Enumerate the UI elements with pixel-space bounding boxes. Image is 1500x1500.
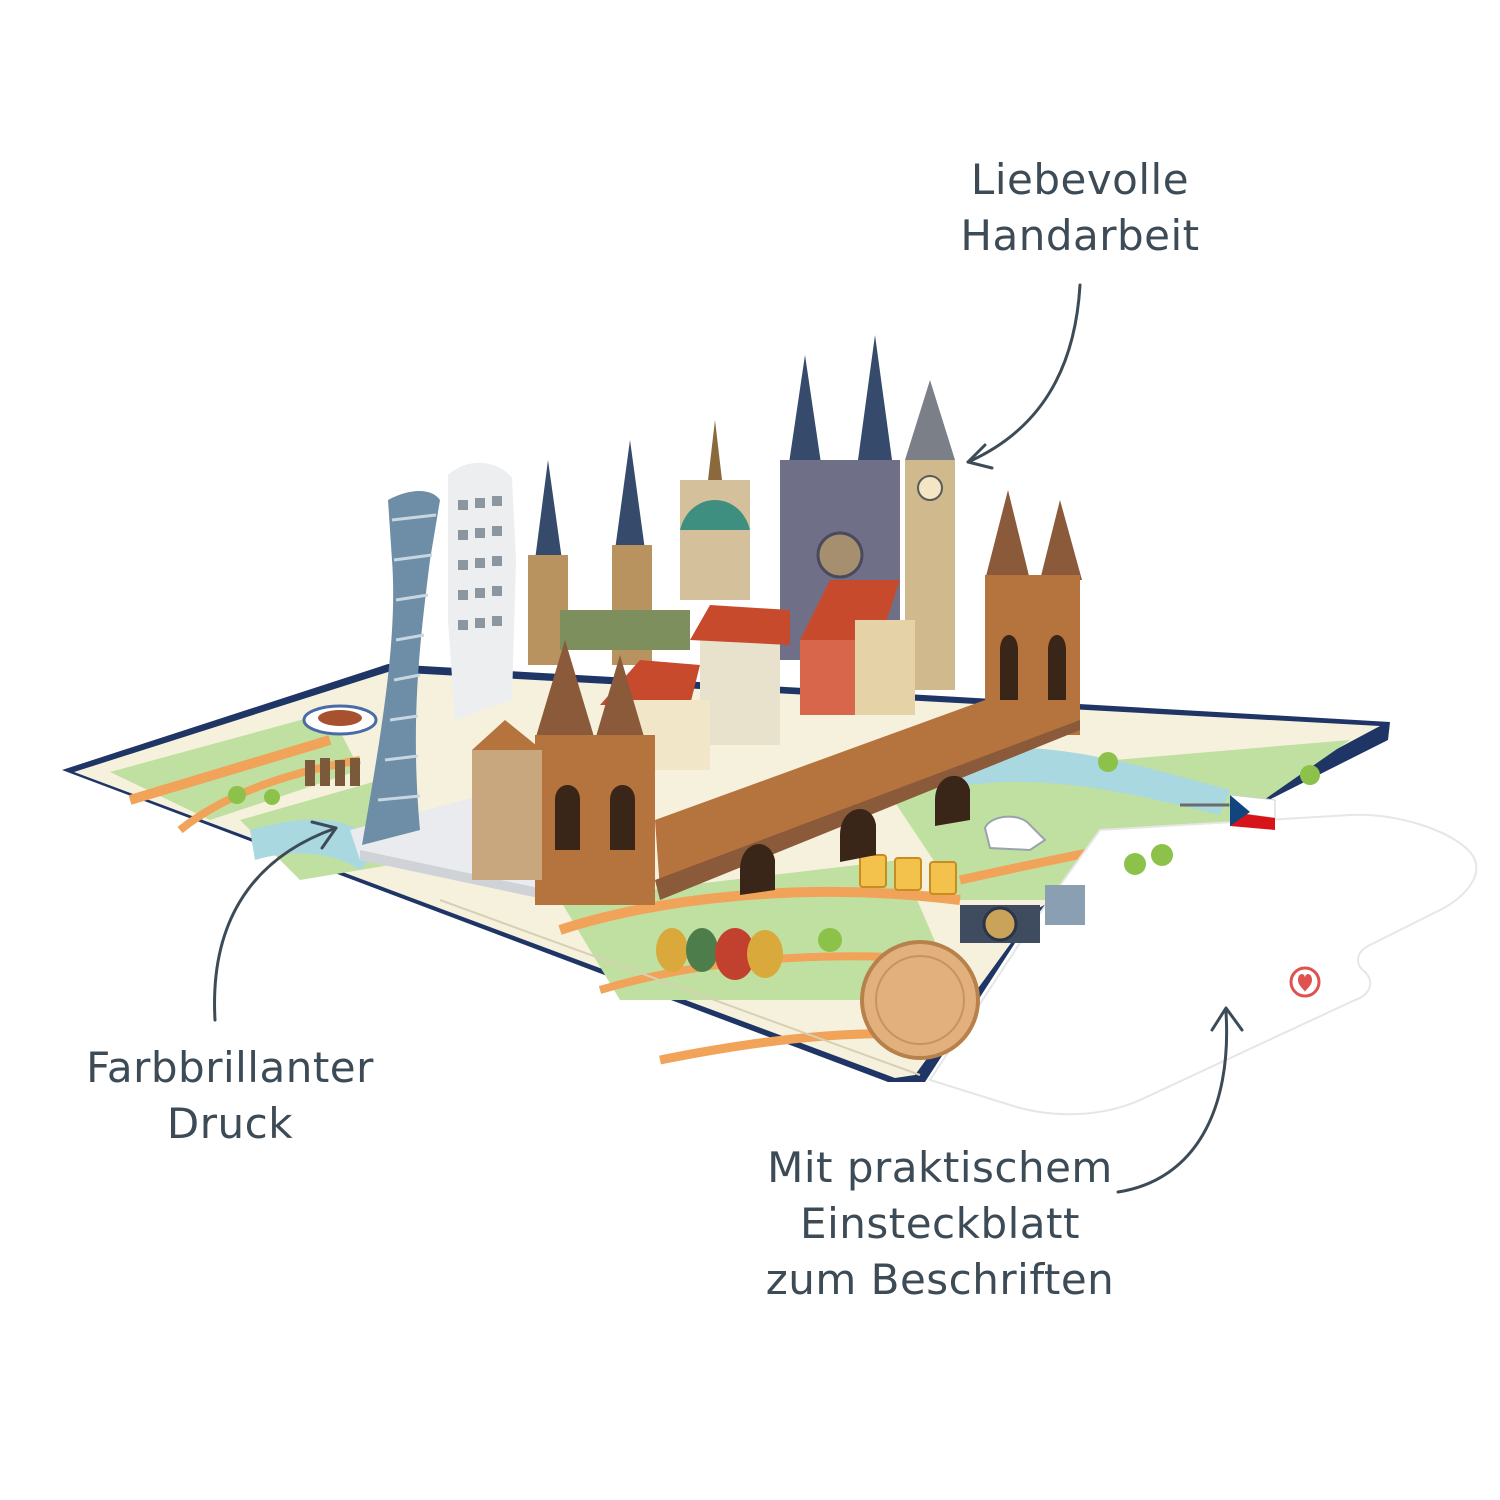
curved-arrow-icon (1116, 1006, 1244, 1194)
callout-handmade-line1: Liebevolle (970, 155, 1190, 204)
popup-buildings (350, 335, 1082, 905)
callout-insert-line3: zum Beschriften (765, 1255, 1115, 1304)
czech-flag-icon (1180, 794, 1276, 830)
callout-print-line2: Druck (166, 1099, 294, 1148)
callout-insert: Mit praktischem Einsteckblatt zum Beschr… (740, 1140, 1140, 1308)
callout-insert-line1: Mit praktischem (767, 1143, 1113, 1192)
callout-insert-line2: Einsteckblatt (800, 1199, 1080, 1248)
curved-arrow-icon (966, 283, 1082, 470)
callout-arrows (213, 283, 1244, 1194)
callout-handmade-line2: Handarbeit (960, 211, 1200, 260)
map-decorations (228, 704, 1320, 1060)
heart-logo-icon (1289, 966, 1321, 998)
callout-print-line1: Farbbrillanter (86, 1043, 374, 1092)
curved-arrow-icon (213, 820, 338, 1022)
callout-handmade: Liebevolle Handarbeit (900, 152, 1260, 264)
callout-print: Farbbrillanter Druck (40, 1040, 420, 1152)
